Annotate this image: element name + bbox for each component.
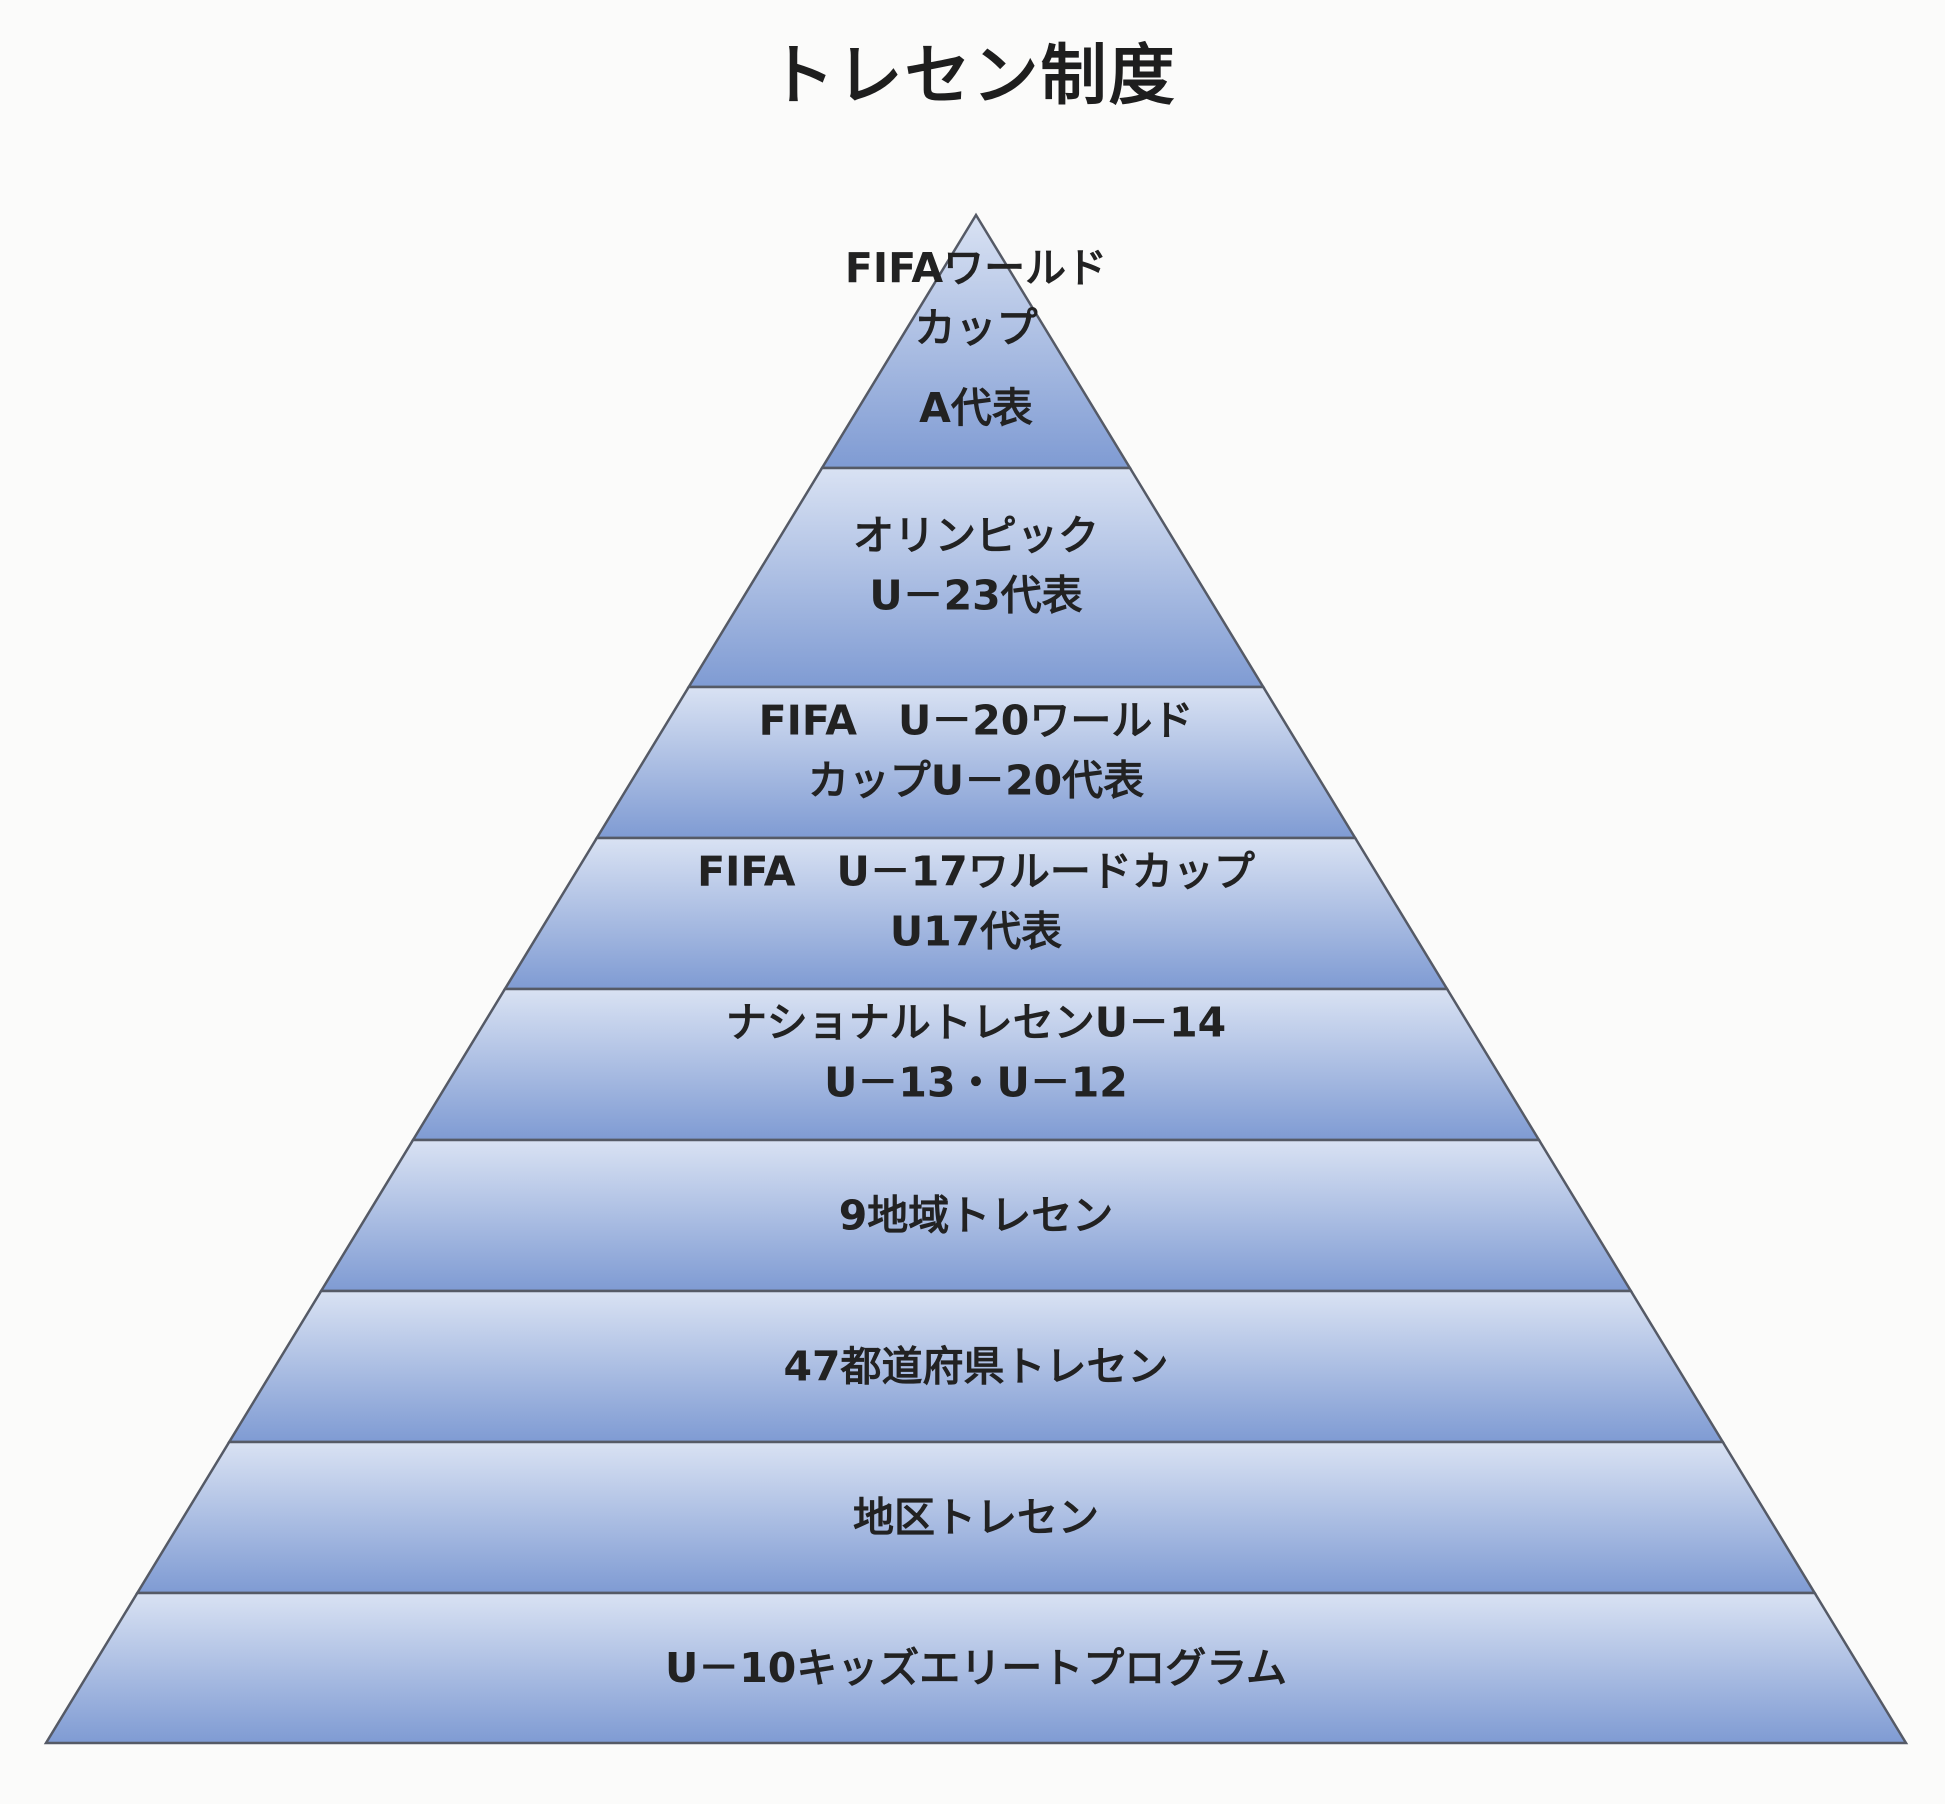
pyramid-tier: FIFA U－17ワルードカップ U17代表 — [502, 836, 1450, 991]
tier-label: FIFA U－17ワルードカップ — [697, 848, 1255, 896]
pyramid-tier: U－10キッズエリートプログラム — [43, 1591, 1909, 1745]
tier-label: カップ — [915, 304, 1038, 352]
pyramid-tier: 47都道府県トレセン — [226, 1289, 1726, 1444]
tier-label: カップU－20代表 — [808, 757, 1144, 805]
tier-label: A代表 — [919, 384, 1033, 432]
pyramid-tier: オリンピック U－23代表 — [686, 466, 1266, 689]
tier-label: U－10キッズエリートプログラム — [665, 1644, 1287, 1692]
tier-label: U－13・U－12 — [824, 1059, 1128, 1107]
pyramid-tier: 9地域トレセン — [318, 1138, 1634, 1293]
tier-label: U－23代表 — [869, 572, 1082, 620]
pyramid-tier: 地区トレセン — [135, 1440, 1817, 1595]
tier-label: オリンピック — [853, 512, 1099, 560]
tier-label: ナショナルトレセンU－14 — [726, 999, 1226, 1047]
tier-label: FIFA U－20ワールド — [759, 697, 1194, 745]
pyramid-tier-shape — [43, 1591, 1909, 1745]
tier-label: 地区トレセン — [853, 1494, 1099, 1542]
tier-label: 47都道府県トレセン — [783, 1343, 1168, 1391]
tier-label: 9地域トレセン — [839, 1192, 1114, 1240]
page-title: トレセン制度 — [768, 37, 1177, 114]
tier-label: U17代表 — [890, 908, 1062, 956]
tier-label: FIFAワールド — [845, 244, 1107, 292]
pyramid-tier: ナショナルトレセンU－14U－13・U－12 — [410, 987, 1542, 1142]
